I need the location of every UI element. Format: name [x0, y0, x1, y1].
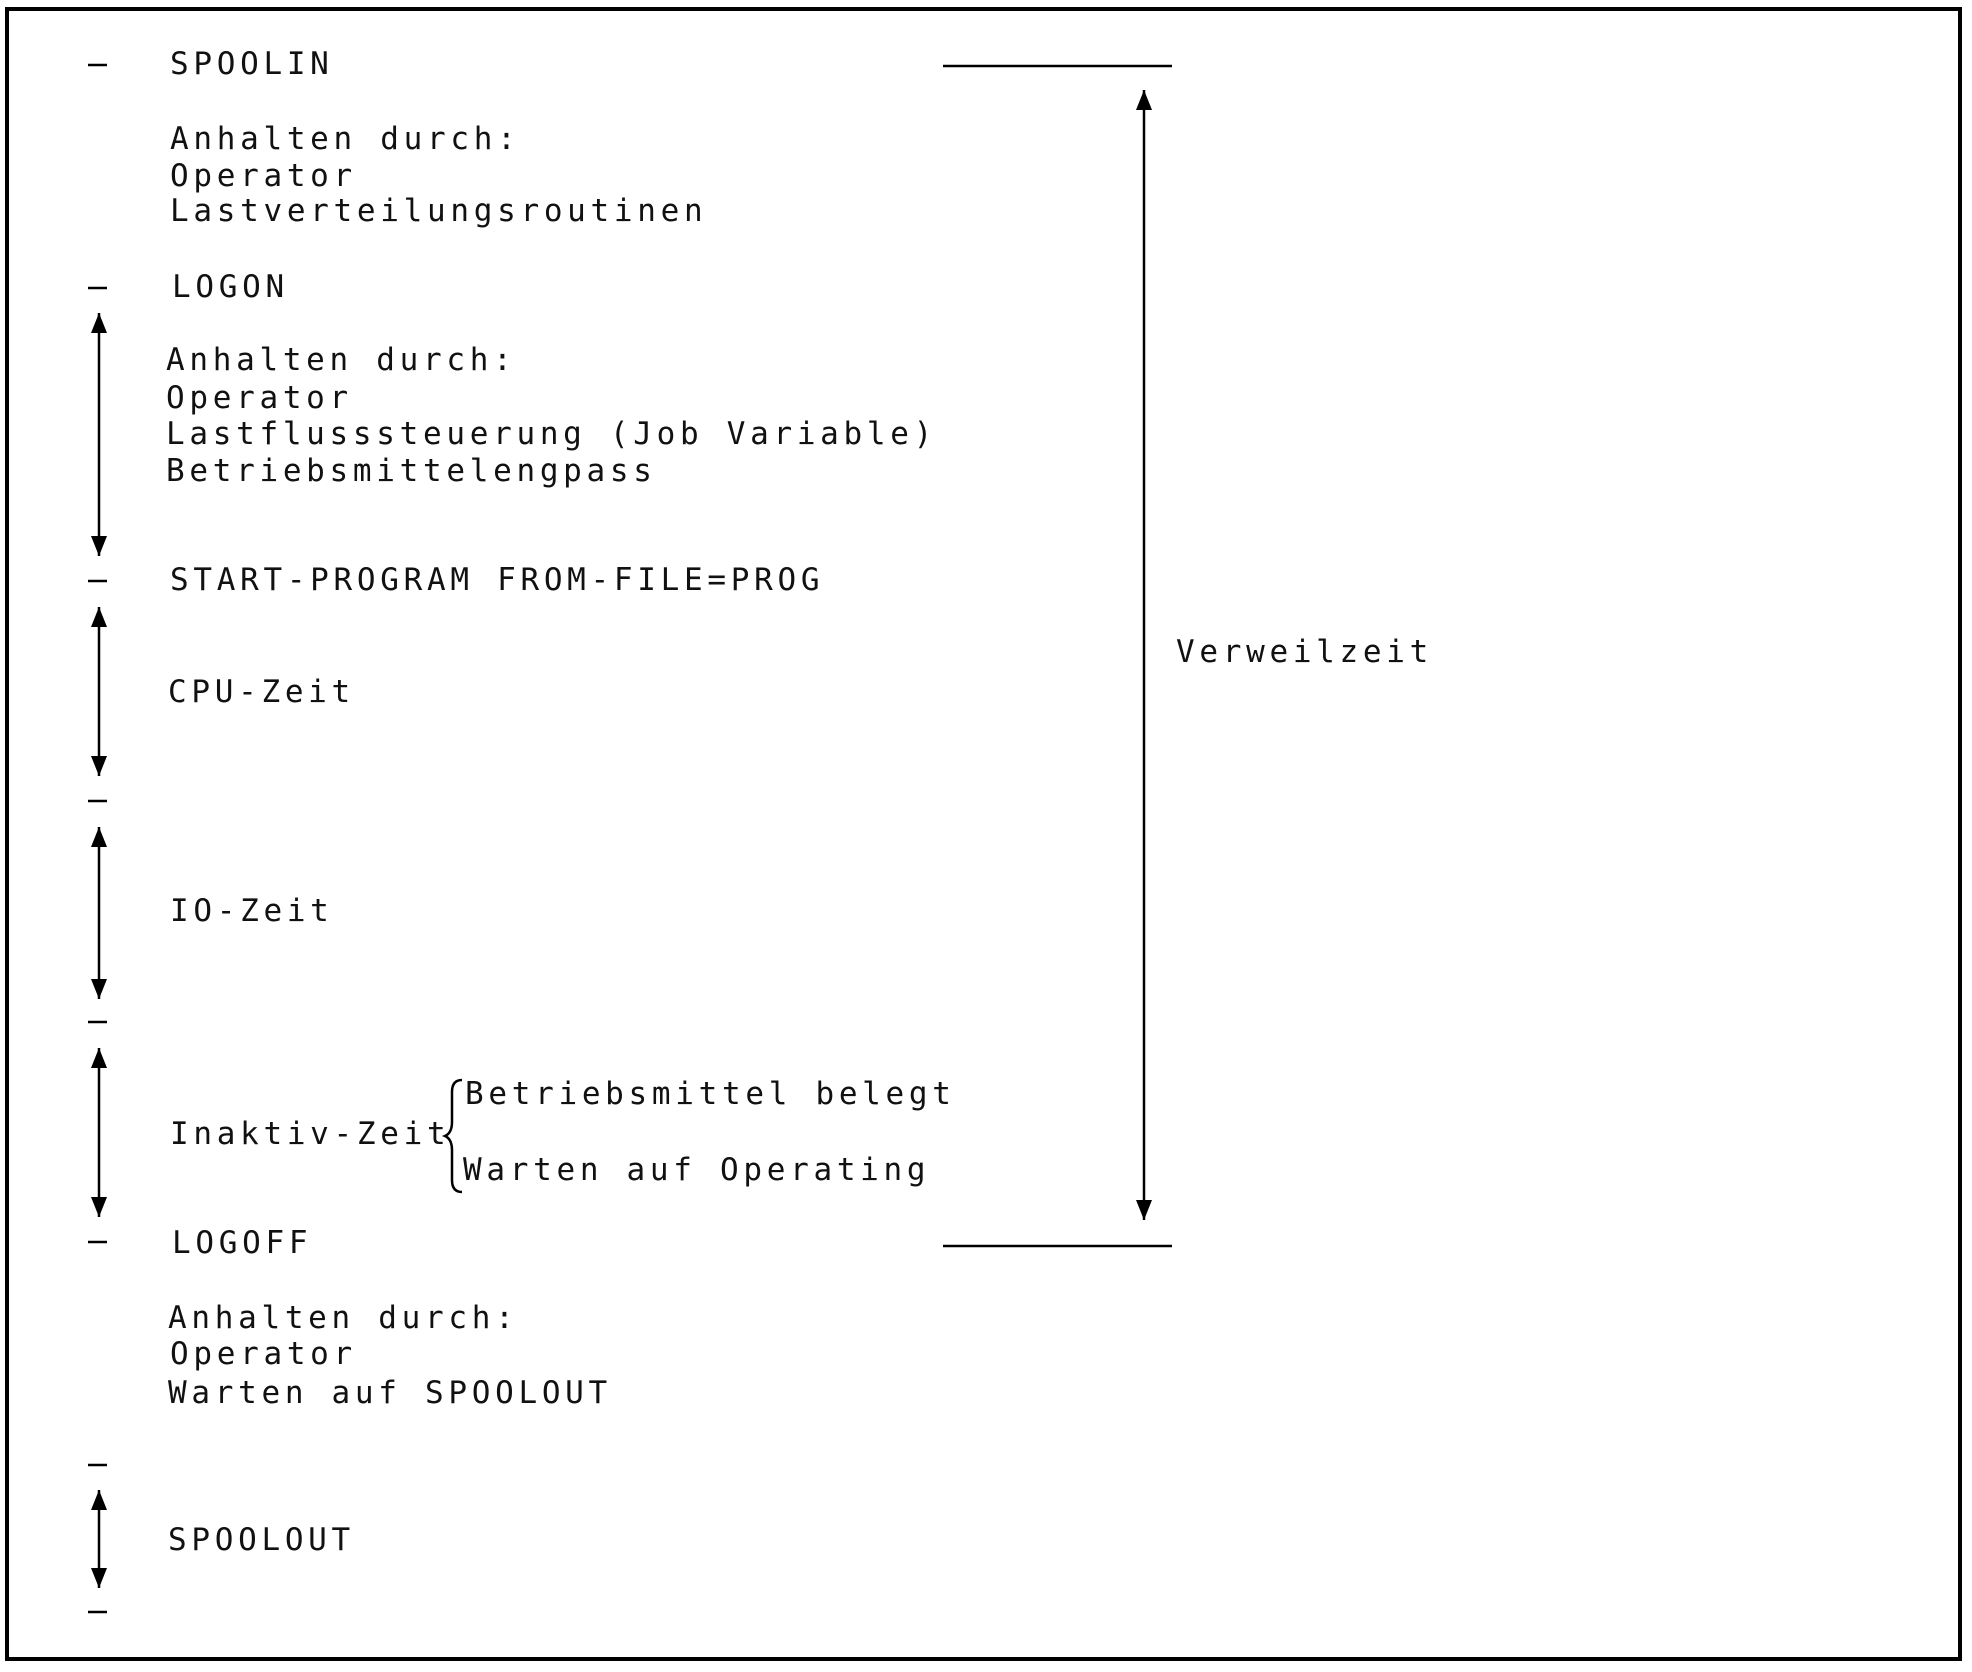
- logon-hold-heading: Anhalten durch:: [166, 342, 517, 378]
- spoolin-hold-item: Lastverteilungsroutinen: [170, 193, 708, 229]
- interval-io-time: IO-Zeit: [170, 893, 334, 929]
- logoff-hold-item: Operator: [170, 1336, 357, 1372]
- inactive-brace: [441, 1078, 463, 1194]
- phase-logoff: LOGOFF: [172, 1225, 313, 1261]
- residence-time-label: Verweilzeit: [1176, 634, 1433, 670]
- phase-logon: LOGON: [172, 269, 289, 305]
- logoff-hold-item: Warten auf SPOOLOUT: [168, 1375, 612, 1411]
- interval-spoolout: SPOOLOUT: [168, 1522, 355, 1558]
- spoolin-hold-item: Operator: [170, 158, 357, 194]
- logon-hold-item: Lastflusssteuerung (Job Variable): [166, 416, 937, 452]
- phase-start-program: START-PROGRAM FROM-FILE=PROG: [170, 562, 825, 598]
- phase-spoolin: SPOOLIN: [170, 46, 334, 82]
- interval-cpu-time: CPU-Zeit: [168, 674, 355, 710]
- inactive-reason: Warten auf Operating: [463, 1152, 931, 1188]
- inactive-reason: Betriebsmittel belegt: [465, 1076, 956, 1112]
- logoff-hold-heading: Anhalten durch:: [168, 1300, 519, 1336]
- spoolin-hold-heading: Anhalten durch:: [170, 121, 521, 157]
- interval-inactive-time: Inaktiv-Zeit: [170, 1116, 451, 1152]
- logon-hold-item: Betriebsmittelengpass: [166, 453, 657, 489]
- diagram-frame: [5, 7, 1962, 1661]
- logon-hold-item: Operator: [166, 380, 353, 416]
